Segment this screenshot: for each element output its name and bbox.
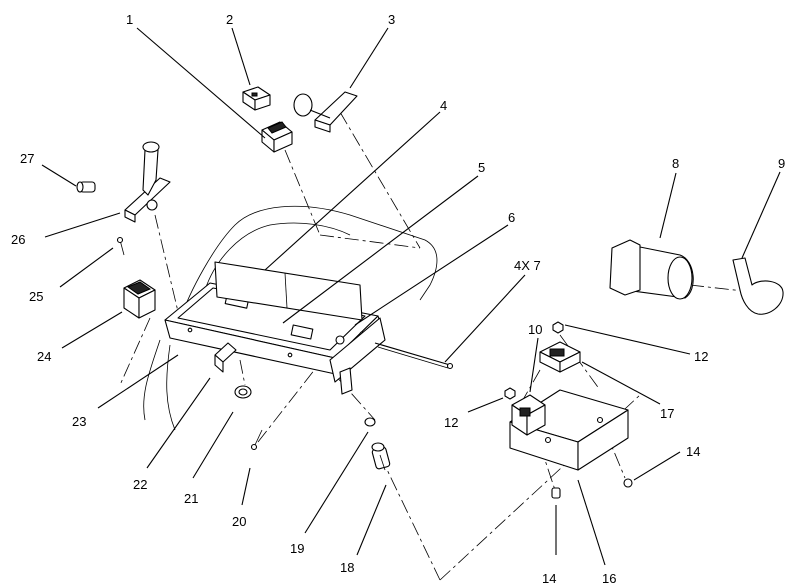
key-switch (214, 342, 237, 373)
grommet (234, 385, 252, 399)
connector-plug (371, 442, 391, 471)
screw-25 (116, 236, 125, 256)
clamp (732, 257, 784, 315)
callout-14-right: 14 (686, 444, 700, 459)
callout-7: 4X 7 (514, 258, 541, 273)
callout-labels: 1 2 3 4 5 6 4X 7 8 9 10 12 12 14 14 16 1… (11, 12, 785, 586)
bolt (374, 342, 454, 370)
callout-3: 3 (388, 12, 395, 27)
callout-12-lower: 12 (444, 415, 458, 430)
module-10 (511, 394, 546, 436)
throttle-lever (293, 91, 358, 133)
callout-17: 17 (660, 406, 674, 421)
callout-25: 25 (29, 289, 43, 304)
screw-20 (250, 429, 263, 451)
callout-14-bottom: 14 (542, 571, 556, 586)
callout-5: 5 (478, 160, 485, 175)
nut-12-upper (552, 321, 564, 334)
washer (364, 417, 376, 427)
callout-12-upper: 12 (694, 349, 708, 364)
receptacle-17 (539, 341, 581, 373)
callout-6: 6 (508, 210, 515, 225)
callout-21: 21 (184, 491, 198, 506)
leader-lines (41, 27, 781, 566)
callout-18: 18 (340, 560, 354, 575)
callout-9: 9 (778, 156, 785, 171)
callout-2: 2 (226, 12, 233, 27)
callout-27: 27 (20, 151, 34, 166)
relay (123, 279, 156, 319)
rocker-switch (261, 121, 293, 153)
callout-10: 10 (528, 322, 542, 337)
callout-1: 1 (126, 12, 133, 27)
callout-26: 26 (11, 232, 25, 247)
screw-14-right (623, 478, 633, 488)
nut-12-lower (504, 387, 516, 400)
callout-22: 22 (133, 477, 147, 492)
callout-23: 23 (72, 414, 86, 429)
motor (609, 239, 694, 300)
side-bracket (329, 317, 386, 395)
callout-16: 16 (602, 571, 616, 586)
callout-20: 20 (232, 514, 246, 529)
callout-8: 8 (672, 156, 679, 171)
switch-cap (242, 86, 271, 111)
callout-4: 4 (440, 98, 447, 113)
screw-14-bottom (551, 487, 561, 499)
lever-assembly (124, 141, 171, 223)
callout-19: 19 (290, 541, 304, 556)
callout-24: 24 (37, 349, 51, 364)
bushing (76, 181, 96, 193)
